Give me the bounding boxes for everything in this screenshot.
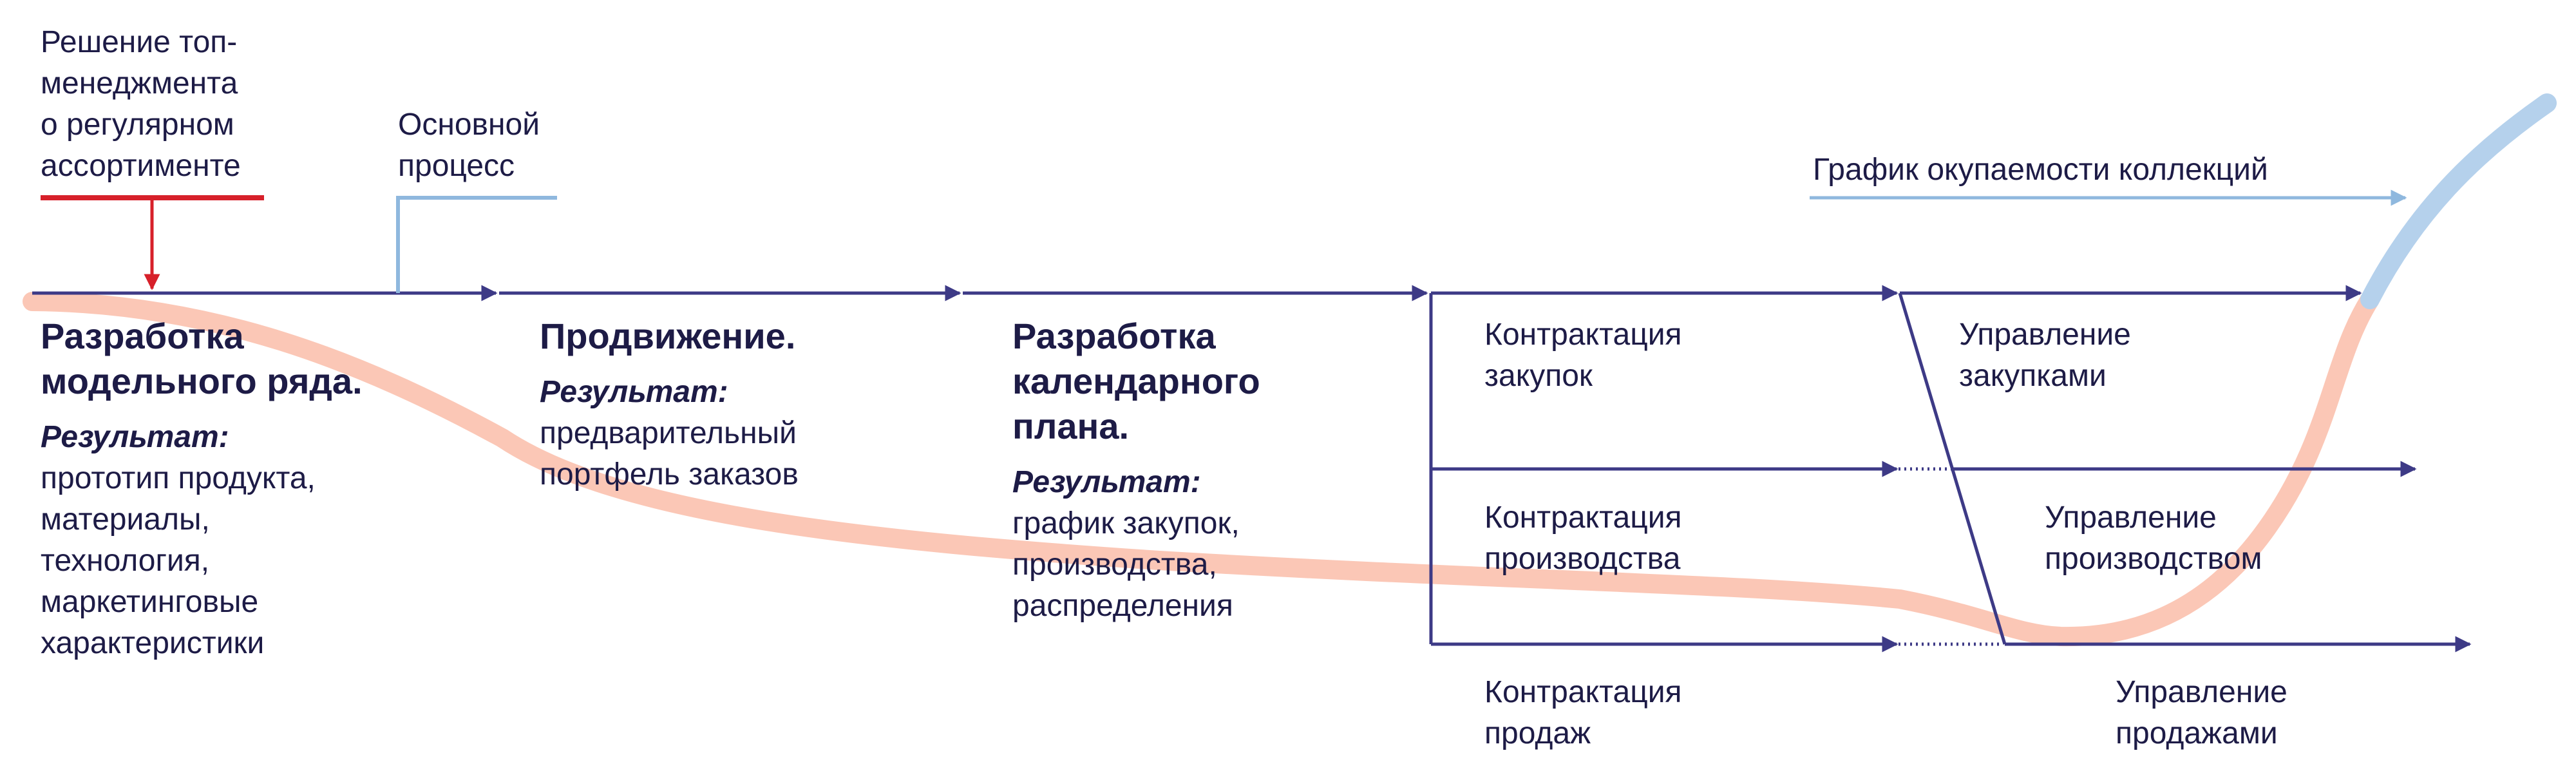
- payback-chart-label: График окупаемости коллекций: [1813, 153, 2268, 187]
- stage-1-title-line-2: модельного ряда.: [41, 361, 363, 401]
- decision-line-1: Решение топ-: [41, 25, 238, 59]
- salmon-payback-curve: [23, 290, 2380, 647]
- contracting-purchases-line-1: Контрактация: [1484, 318, 1682, 352]
- stage-3-result-line-1: график закупок,: [1012, 506, 1240, 540]
- management-purchases: Управление закупками: [1959, 314, 2131, 397]
- stage-1: Разработка модельного ряда. Результат: п…: [41, 314, 363, 664]
- stage-1-result-line-4: маркетинговые: [41, 585, 259, 619]
- stage-1-result-line-5: характеристики: [41, 626, 265, 660]
- management-production-line-2: производством: [2045, 542, 2262, 576]
- contracting-production: Контрактация производства: [1484, 497, 1682, 580]
- stage-3: Разработка календарного плана. Результат…: [1012, 314, 1260, 627]
- decision-line-4: ассортименте: [41, 149, 241, 183]
- management-purchases-line-2: закупками: [1959, 359, 2107, 393]
- blue-payback-curve: [2360, 93, 2557, 309]
- main-process-line-1: Основной: [398, 108, 540, 142]
- decision-line-3: о регулярном: [41, 108, 234, 142]
- management-diagonal: [1898, 292, 2007, 645]
- contracting-purchases-line-2: закупок: [1484, 359, 1593, 393]
- main-process-bracket: [396, 196, 557, 293]
- contracting-production-line-1: Контрактация: [1484, 501, 1682, 535]
- stage-3-result-line-3: распределения: [1012, 589, 1233, 623]
- stage-2-title-line-1: Продвижение.: [540, 316, 796, 356]
- management-production-line-1: Управление: [2045, 501, 2217, 535]
- stage-3-result-line-2: производства,: [1012, 548, 1217, 582]
- contracting-production-line-2: производства: [1484, 542, 1681, 576]
- contracting-sales-line-1: Контрактация: [1484, 675, 1682, 709]
- stage-3-title-line-1: Разработка: [1012, 316, 1216, 356]
- decision-label: Решение топ- менеджмента о регулярном ас…: [41, 22, 241, 187]
- contracting-sales-line-2: продаж: [1484, 716, 1591, 750]
- stage-2-result-line-1: предварительный: [540, 416, 797, 450]
- stage-1-result-line-3: технология,: [41, 544, 210, 578]
- stage-1-result-line-2: материалы,: [41, 502, 210, 537]
- stage-3-result-label: Результат:: [1012, 465, 1201, 499]
- stage-2-result-line-2: портфель заказов: [540, 457, 799, 491]
- main-process-line-2: процесс: [398, 149, 515, 183]
- management-sales-line-1: Управление: [2116, 675, 2287, 709]
- stage-1-result-line-1: прототип продукта,: [41, 461, 316, 495]
- stage-3-title-line-3: плана.: [1012, 406, 1130, 446]
- contracting-purchases: Контрактация закупок: [1484, 314, 1682, 397]
- management-sales-line-2: продажами: [2116, 716, 2278, 750]
- stage-1-result-label: Результат:: [41, 420, 229, 454]
- stage-3-title-line-2: календарного: [1012, 361, 1260, 401]
- management-production: Управление производством: [2045, 497, 2262, 580]
- stage-1-title-line-1: Разработка: [41, 316, 244, 356]
- management-purchases-line-1: Управление: [1959, 318, 2131, 352]
- main-process-label: Основной процесс: [398, 104, 540, 187]
- stage-2-result-label: Результат:: [540, 375, 728, 409]
- contracting-sales: Контрактация продаж: [1484, 672, 1682, 754]
- management-sales: Управление продажами: [2116, 672, 2287, 754]
- decision-line-2: менеджмента: [41, 66, 238, 100]
- stage-2: Продвижение. Результат: предварительный …: [540, 314, 799, 495]
